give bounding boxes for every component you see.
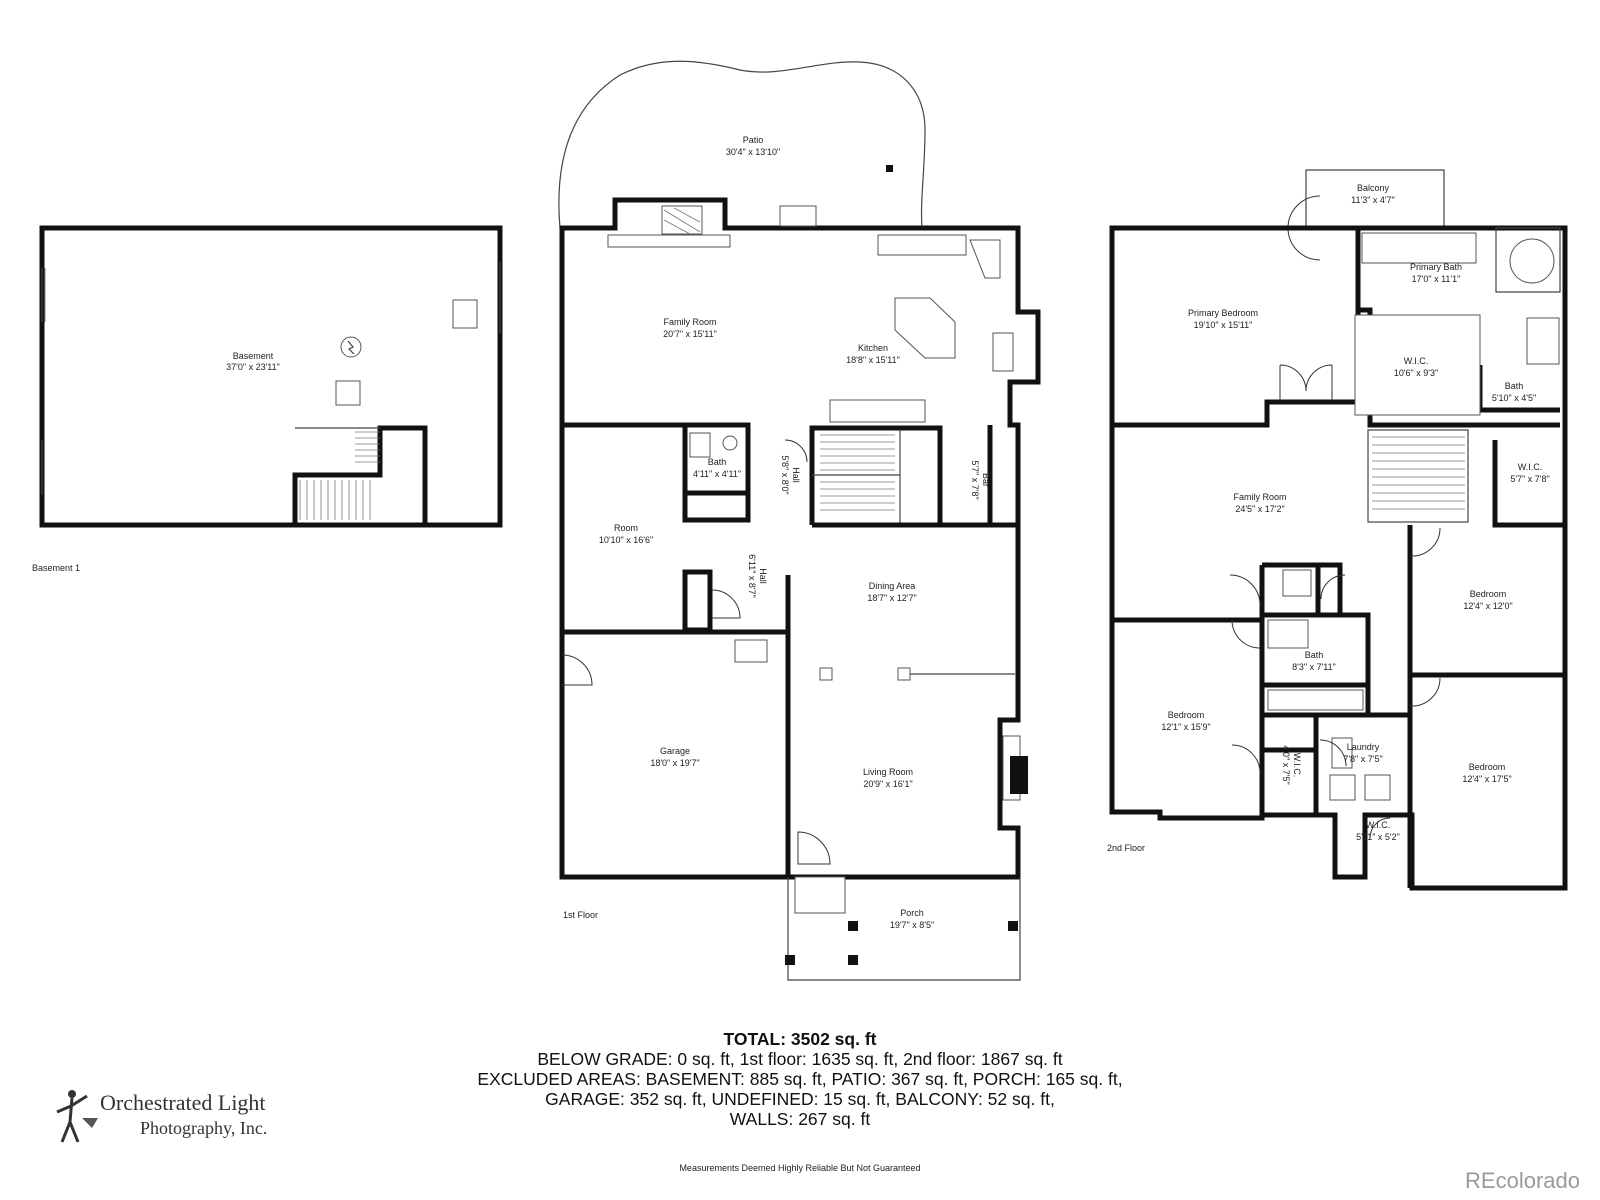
first-floor-plan: Patio 30'4" x 13'10" Family Room 20'7" x… [558,60,1041,981]
room-name: Basement [233,351,274,361]
room-dims: 19'7" x 8'5" [890,920,934,930]
room-name: Bath [1505,381,1524,391]
room-name: Bedroom [1469,762,1506,772]
room-dims: 37'0" x 23'11" [226,362,280,372]
room-name: Patio [743,135,764,145]
room-dims: 18'0" x 19'7" [650,758,699,768]
basement-floor-plan: Basement 37'0" x 23'11" Basement 1 [32,225,503,573]
room-name: Bath [708,457,727,467]
conductor-icon [56,1090,98,1143]
room-name: Balcony [1357,183,1390,193]
room-dims: 7'8" x 7'5" [1343,754,1382,764]
disclaimer: Measurements Deemed Highly Reliable But … [679,1163,921,1173]
room-dims: 20'7" x 15'11" [663,329,717,339]
room-name: W.I.C. [1404,356,1429,366]
room-dims: 8'3" x 7'11" [1292,662,1336,672]
room-name: Hall [758,568,768,584]
recolorado-watermark: REcolorado [1465,1168,1580,1193]
room-name: Primary Bath [1410,262,1462,272]
room-name: Laundry [1347,742,1380,752]
room-name: W.I.C. [1366,820,1391,830]
room-name: Primary Bedroom [1188,308,1258,318]
room-dims: 18'7" x 12'7" [867,593,916,603]
brand-subtitle: Photography, Inc. [140,1118,268,1138]
room-dims: 12'1" x 15'9" [1161,722,1210,732]
second-floor-plan: Balcony 11'3" x 4'7" Primary Bath 17'0" … [1107,169,1568,891]
room-name: W.I.C. [1518,462,1543,472]
room-dims: 5'7" x 7'8" [970,460,980,499]
room-dims: 5'8" x 8'0" [780,455,790,494]
room-dims: 5'7" x 7'8" [1510,474,1549,484]
room-dims: 24'5" x 17'2" [1235,504,1284,514]
room-dims: 12'4" x 12'0" [1463,601,1512,611]
room-dims: 10'6" x 9'3" [1394,368,1438,378]
area-breakdown-line: EXCLUDED AREAS: BASEMENT: 885 sq. ft, PA… [477,1069,1123,1089]
room-name: Porch [900,908,924,918]
room-name: Bath [1305,650,1324,660]
area-breakdown-line: WALLS: 267 sq. ft [729,1109,871,1129]
photographer-logo: Orchestrated Light Photography, Inc. [52,1082,312,1182]
floor-label: 2nd Floor [1107,843,1145,853]
area-breakdown-line: BELOW GRADE: 0 sq. ft, 1st floor: 1635 s… [537,1049,1063,1069]
room-dims: 19'10" x 15'11" [1194,320,1253,330]
floor-label: 1st Floor [563,910,598,920]
room-name: Garage [660,746,690,756]
room-dims: 18'8" x 15'11" [846,355,900,365]
room-dims: 17'0" x 11'1" [1412,274,1461,284]
room-name: Bar [981,473,991,487]
area-breakdown-line: GARAGE: 352 sq. ft, UNDEFINED: 15 sq. ft… [545,1089,1055,1109]
room-name: Living Room [863,767,913,777]
room-name: Family Room [1233,492,1286,502]
room-name: Dining Area [869,581,916,591]
room-dims: 20'9" x 16'1" [863,779,912,789]
total-area: TOTAL: 3502 sq. ft [723,1029,877,1049]
room-name: W.I.C. [1292,753,1302,778]
room-name: Bedroom [1168,710,1205,720]
room-dims: 5'10" x 4'5" [1492,393,1536,403]
room-name: Bedroom [1470,589,1507,599]
room-dims: 10'10" x 16'6" [599,535,653,545]
area-summary: TOTAL: 3502 sq. ft BELOW GRADE: 0 sq. ft… [400,1029,1200,1129]
room-name: Hall [791,467,801,483]
room-dims: 4'11" x 4'11" [693,469,741,479]
room-dims: 5'11" x 5'2" [1356,832,1400,842]
room-name: Kitchen [858,343,888,353]
room-dims: 12'4" x 17'5" [1462,774,1511,784]
room-dims: 11'3" x 4'7" [1351,195,1395,205]
room-dims: 4'0" x 7'5" [1281,745,1291,784]
room-dims: 30'4" x 13'10" [726,147,780,157]
floor-label: Basement 1 [32,563,80,573]
room-name: Room [614,523,638,533]
brand-name: Orchestrated Light [100,1090,266,1115]
room-name: Family Room [663,317,716,327]
room-dims: 6'11" x 8'7" [747,554,757,598]
